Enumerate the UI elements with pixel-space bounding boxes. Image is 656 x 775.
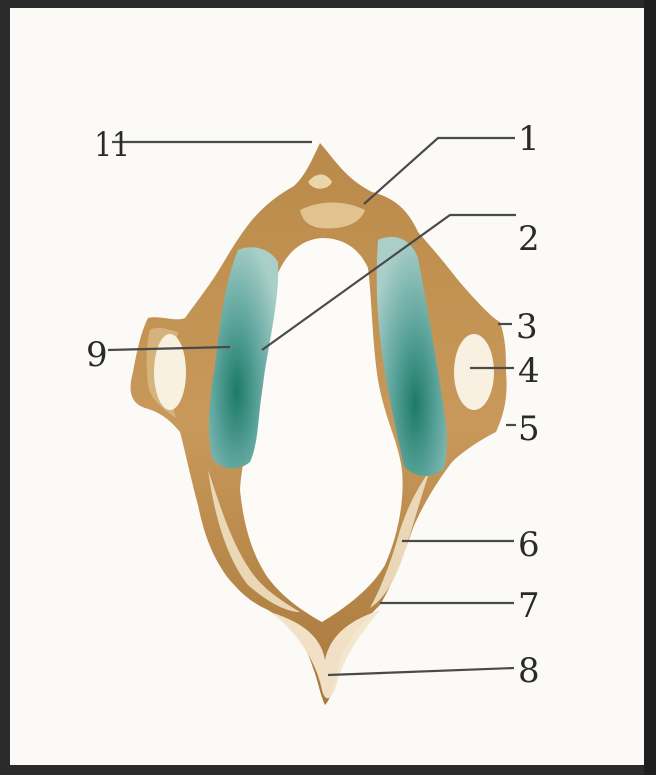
- label-5: 5: [518, 409, 540, 449]
- label-6: 6: [518, 525, 540, 565]
- label-3: 3: [516, 307, 538, 347]
- label-9: 9: [86, 335, 108, 375]
- label-7: 7: [518, 586, 540, 626]
- label-11: 11: [94, 125, 129, 164]
- leader-8: [328, 668, 514, 675]
- left-transverse-foramen: [154, 334, 186, 410]
- label-1: 1: [518, 119, 540, 159]
- right-transverse-foramen: [454, 334, 494, 410]
- leader-1: [364, 138, 515, 204]
- label-4: 4: [518, 351, 540, 391]
- label-2: 2: [518, 219, 540, 259]
- label-8: 8: [518, 651, 540, 691]
